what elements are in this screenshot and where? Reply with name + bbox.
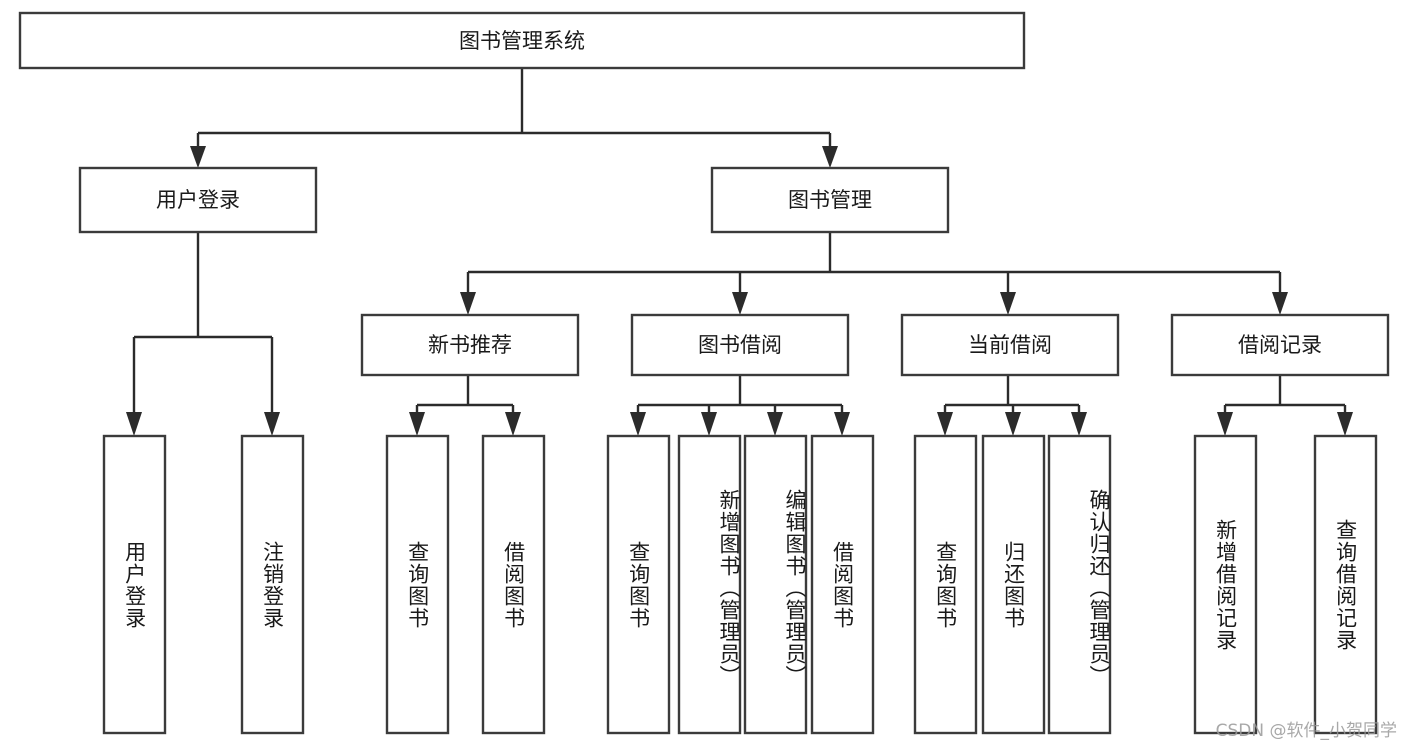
node-current-borrow-box[interactable] (900, 313, 1120, 377)
connector-group-user-login (126, 232, 280, 436)
connector-group-root (190, 68, 838, 168)
leaf-box-book-borrow-1[interactable] (606, 434, 671, 735)
node-new-book-box[interactable] (360, 313, 580, 377)
leaf-box-book-borrow-2[interactable] (677, 434, 742, 735)
arrow-current-borrow-leaf-3 (1071, 412, 1087, 436)
arrow-user-login-leaf-1 (126, 412, 142, 436)
leaf-box-current-borrow-3[interactable] (1047, 434, 1112, 735)
arrow-book-borrow-leaf-4 (834, 412, 850, 436)
node-book-mgmt-label: 图书管理 (788, 188, 872, 212)
node-user-login-label: 用户登录 (156, 188, 240, 212)
leaf-box-current-borrow-2[interactable] (981, 434, 1046, 735)
node-borrow-record-box[interactable] (1170, 313, 1390, 377)
arrow-book-borrow-leaf-3 (767, 412, 783, 436)
arrow-book-mgmt-child-1 (460, 292, 476, 315)
arrow-user-login-leaf-2 (264, 412, 280, 436)
leaf-box-borrow-record-2[interactable] (1313, 434, 1378, 735)
leaf-box-new-book-1[interactable] (385, 434, 450, 735)
node-root-label: 图书管理系统 (459, 29, 585, 53)
connector-group-borrow-record (1217, 375, 1353, 436)
node-book-mgmt-box[interactable] (710, 166, 950, 234)
leaf-box-borrow-record-1[interactable] (1193, 434, 1258, 735)
leaf-box-user-login-1[interactable] (102, 434, 167, 735)
arrow-current-borrow-leaf-1 (937, 412, 953, 436)
arrow-new-book-leaf-2 (505, 412, 521, 436)
node-book-borrow-label: 图书借阅 (698, 333, 782, 357)
node-book-borrow-box[interactable] (630, 313, 850, 377)
connector-group-book-mgmt (460, 232, 1288, 315)
node-current-borrow-label: 当前借阅 (968, 333, 1052, 357)
arrow-book-borrow-leaf-1 (630, 412, 646, 436)
leaf-box-user-login-2[interactable] (240, 434, 305, 735)
arrow-root-to-user-login (190, 146, 206, 168)
arrow-new-book-leaf-1 (409, 412, 425, 436)
arrow-borrow-record-leaf-1 (1217, 412, 1233, 436)
arrow-book-mgmt-child-4 (1272, 292, 1288, 315)
arrow-book-mgmt-child-3 (1000, 292, 1016, 315)
node-root-box[interactable] (18, 11, 1026, 70)
leaf-box-current-borrow-1[interactable] (913, 434, 978, 735)
arrow-book-mgmt-child-2 (732, 292, 748, 315)
arrow-book-borrow-leaf-2 (701, 412, 717, 436)
leaf-box-book-borrow-4[interactable] (810, 434, 875, 735)
node-borrow-record-label: 借阅记录 (1238, 333, 1322, 357)
arrow-borrow-record-leaf-2 (1337, 412, 1353, 436)
node-user-login-box[interactable] (78, 166, 318, 234)
node-new-book-label: 新书推荐 (428, 333, 512, 357)
connector-group-book-borrow (630, 375, 850, 436)
leaf-box-book-borrow-3[interactable] (743, 434, 808, 735)
connector-group-current-borrow (937, 375, 1087, 436)
connector-group-new-book (409, 375, 521, 436)
arrow-current-borrow-leaf-2 (1005, 412, 1021, 436)
arrow-root-to-book-mgmt (822, 146, 838, 168)
csdn-watermark: CSDN @软件_小贺同学 (1215, 721, 1397, 741)
leaf-box-new-book-2[interactable] (481, 434, 546, 735)
